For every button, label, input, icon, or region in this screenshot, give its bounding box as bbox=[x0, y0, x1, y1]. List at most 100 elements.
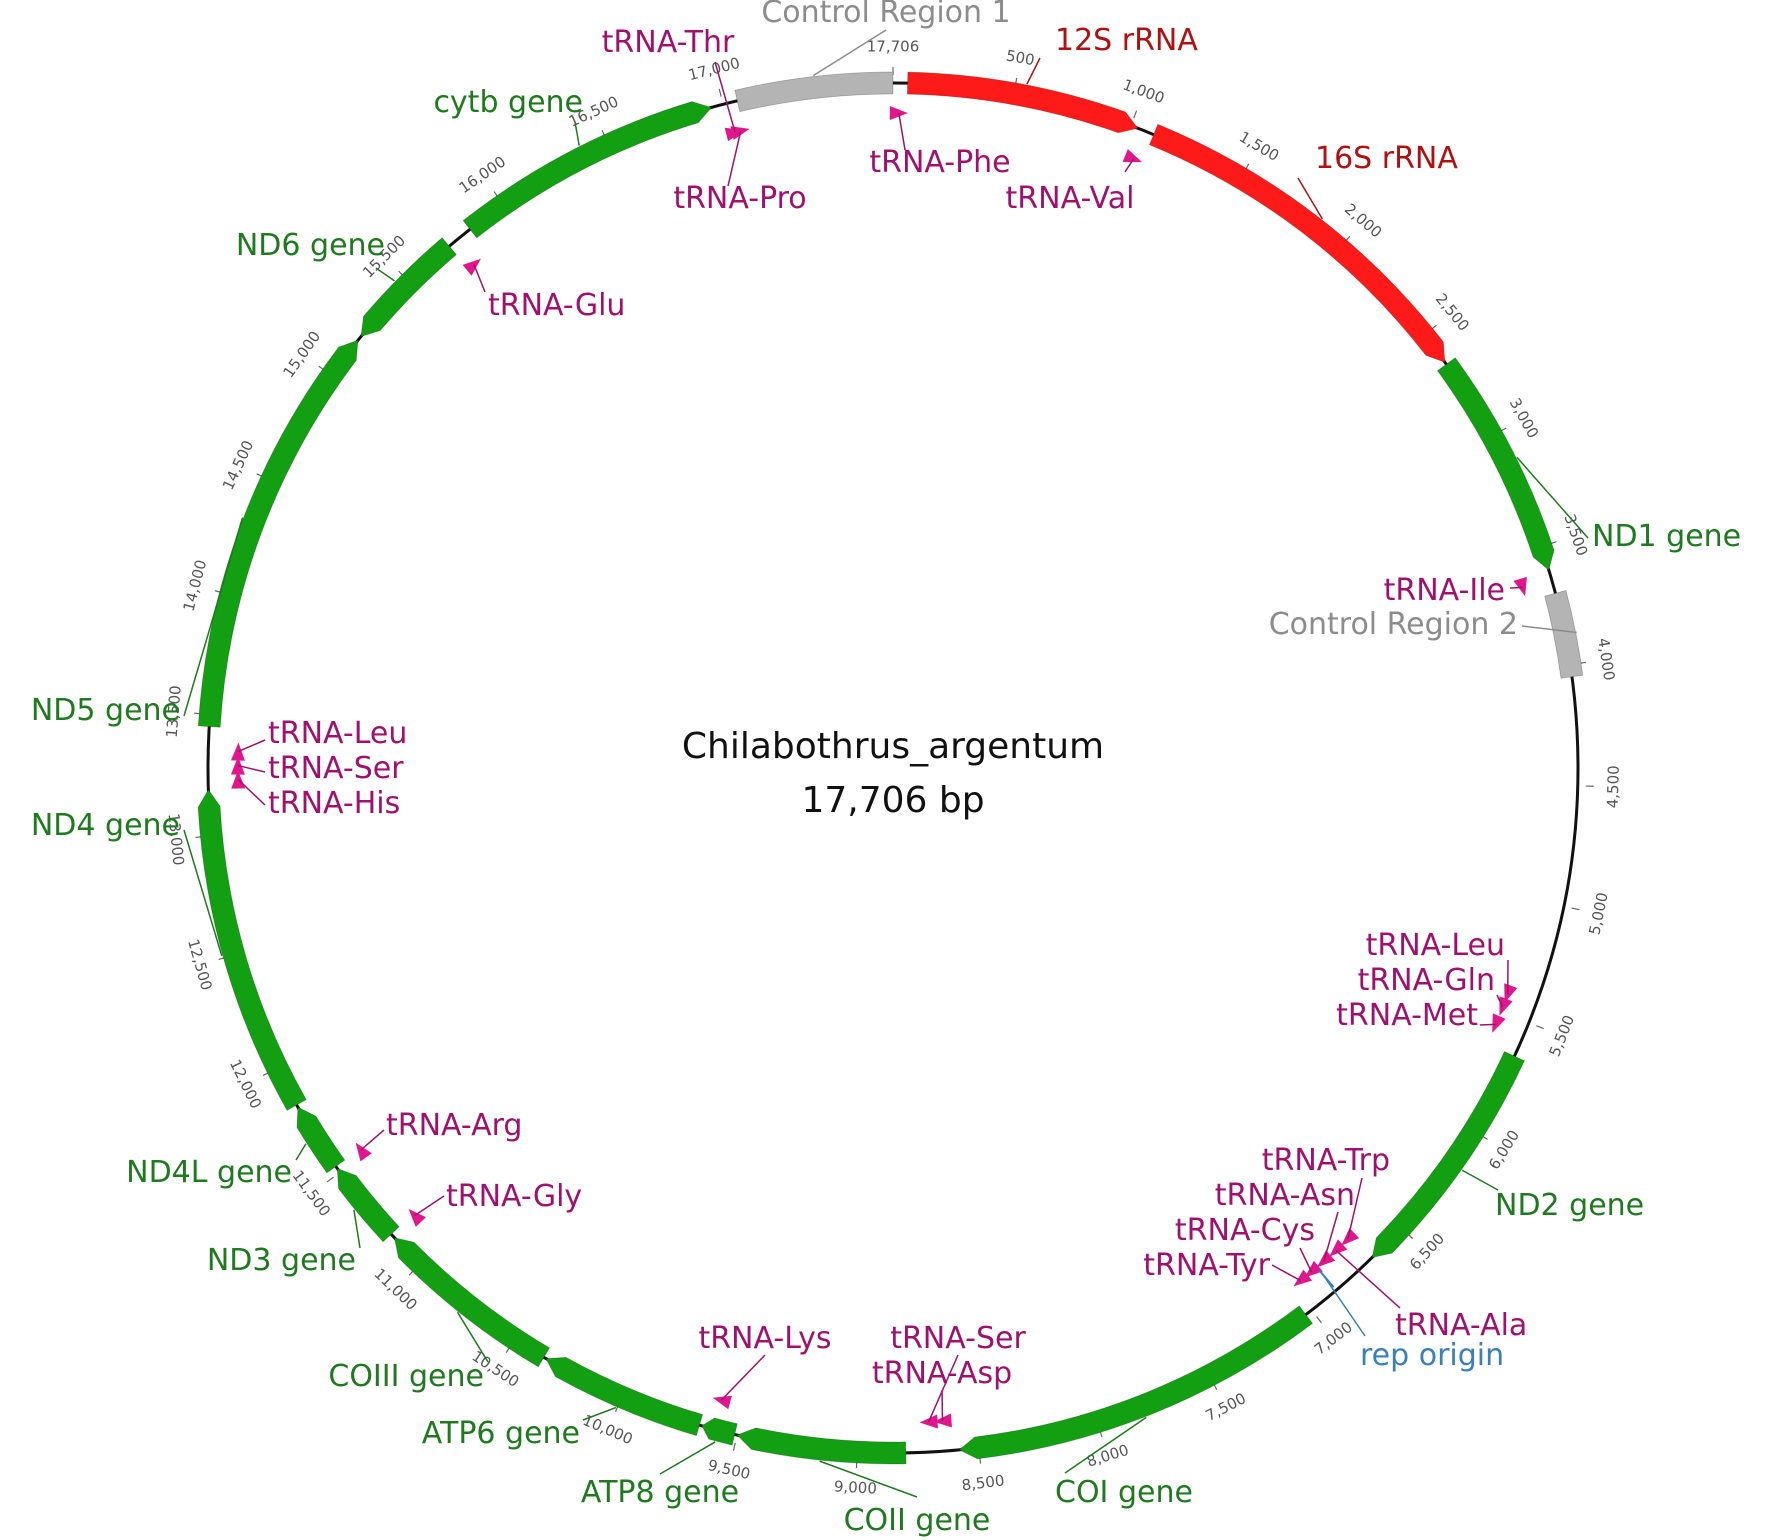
feature-atp8-gene[interactable] bbox=[701, 1417, 738, 1446]
feature-nd4-gene[interactable] bbox=[197, 789, 307, 1111]
label-trna-gly[interactable]: tRNA-Gly bbox=[446, 1179, 582, 1214]
tick-label: 2,000 bbox=[1341, 200, 1385, 242]
label-atp6-gene[interactable]: ATP6 gene bbox=[422, 1416, 580, 1451]
leader-line bbox=[1124, 158, 1135, 173]
label-trna-tyr[interactable]: tRNA-Tyr bbox=[1143, 1248, 1270, 1283]
label-trna-thr[interactable]: tRNA-Thr bbox=[602, 25, 735, 60]
label-nd1-gene[interactable]: ND1 gene bbox=[1592, 519, 1741, 554]
leader-line bbox=[582, 1406, 617, 1421]
feature-nd1-gene[interactable] bbox=[1436, 357, 1555, 571]
tick-label: 2,500 bbox=[1432, 290, 1473, 335]
label-trna-met[interactable]: tRNA-Met bbox=[1336, 998, 1478, 1033]
leader-line bbox=[1335, 1249, 1401, 1309]
label-nd6-gene[interactable]: ND6 gene bbox=[236, 228, 385, 263]
label-coi-gene[interactable]: COI gene bbox=[1055, 1475, 1193, 1510]
label-nd4-gene[interactable]: ND4 gene bbox=[31, 808, 180, 843]
label-atp8-gene[interactable]: ATP8 gene bbox=[581, 1475, 739, 1510]
feature-cytb-gene[interactable] bbox=[462, 101, 713, 239]
trna-marker-trna-asn[interactable] bbox=[1312, 1250, 1336, 1272]
label-nd2-gene[interactable]: ND2 gene bbox=[1495, 1188, 1644, 1223]
label-trna-his[interactable]: tRNA-His bbox=[268, 786, 400, 821]
tick-label: 7,500 bbox=[1203, 1389, 1249, 1425]
label-nd5-gene[interactable]: ND5 gene bbox=[31, 693, 180, 728]
feature-atp6-gene[interactable] bbox=[545, 1357, 704, 1437]
label-rep-origin[interactable]: rep origin bbox=[1360, 1338, 1504, 1373]
label-trna-lys[interactable]: tRNA-Lys bbox=[698, 1321, 831, 1356]
tick-mark bbox=[732, 1442, 736, 1451]
tick-label: 7,000 bbox=[1311, 1318, 1356, 1358]
trna-marker-trna-trp[interactable] bbox=[1336, 1228, 1360, 1251]
trna-marker-trna-ser[interactable] bbox=[230, 756, 245, 775]
trna-marker-trna-arg[interactable] bbox=[350, 1139, 372, 1162]
feature-nd3-gene[interactable] bbox=[336, 1167, 400, 1243]
tick-label: 3,500 bbox=[1560, 512, 1591, 558]
trna-marker-trna-glu[interactable] bbox=[462, 253, 486, 276]
tick-label: 6,000 bbox=[1485, 1127, 1523, 1173]
trna-marker-trna-ile[interactable] bbox=[1513, 576, 1531, 598]
feature-nd4l-gene[interactable] bbox=[296, 1106, 346, 1174]
trna-marker-trna-cys[interactable] bbox=[1300, 1260, 1323, 1283]
label-trna-leu[interactable]: tRNA-Leu bbox=[268, 716, 407, 751]
trna-marker-trna-lys[interactable] bbox=[711, 1391, 732, 1410]
label-trna-ser[interactable]: tRNA-Ser bbox=[268, 751, 404, 786]
label-trna-ser[interactable]: tRNA-Ser bbox=[890, 1321, 1026, 1356]
tick-mark bbox=[1536, 1025, 1544, 1030]
trna-marker-trna-ala[interactable] bbox=[1325, 1239, 1348, 1261]
label-trna-trp[interactable]: tRNA-Trp bbox=[1262, 1143, 1390, 1178]
leader-line bbox=[183, 517, 244, 717]
leader-line bbox=[574, 121, 580, 146]
leader-line bbox=[1297, 177, 1323, 220]
leader-line bbox=[727, 130, 742, 187]
tick-label: 13,000 bbox=[164, 812, 187, 866]
trna-marker-trna-met[interactable] bbox=[1486, 1013, 1506, 1035]
leader-line bbox=[237, 778, 266, 806]
feature-nd6-gene[interactable] bbox=[360, 237, 457, 338]
label-nd3-gene[interactable]: ND3 gene bbox=[207, 1243, 356, 1278]
trna-marker-trna-phe[interactable] bbox=[889, 105, 908, 120]
leader-line bbox=[1496, 994, 1504, 1008]
label-trna-val[interactable]: tRNA-Val bbox=[1006, 181, 1135, 216]
label-trna-pro[interactable]: tRNA-Pro bbox=[673, 181, 806, 216]
trna-marker-trna-gln[interactable] bbox=[1493, 996, 1513, 1018]
label-coii-gene[interactable]: COII gene bbox=[844, 1503, 991, 1538]
label-cytb-gene[interactable]: cytb gene bbox=[433, 85, 583, 120]
trna-marker-trna-val[interactable] bbox=[1122, 148, 1145, 169]
feature-nd2-gene[interactable] bbox=[1371, 1050, 1525, 1259]
leader-line bbox=[1064, 1416, 1147, 1474]
label-trna-gln[interactable]: tRNA-Gln bbox=[1358, 963, 1495, 998]
label-trna-leu[interactable]: tRNA-Leu bbox=[1366, 928, 1505, 963]
label-coiii-gene[interactable]: COIII gene bbox=[328, 1359, 484, 1394]
feature-12s-rrna[interactable] bbox=[906, 71, 1139, 134]
feature-control-region-2[interactable] bbox=[1544, 590, 1584, 679]
trna-marker-trna-tyr[interactable] bbox=[1289, 1269, 1313, 1292]
feature-coiii-gene[interactable] bbox=[393, 1237, 551, 1368]
feature-layer bbox=[197, 71, 1584, 1465]
label-trna-arg[interactable]: tRNA-Arg bbox=[386, 1108, 522, 1143]
feature-16s-rrna[interactable] bbox=[1148, 123, 1446, 363]
label-trna-asp[interactable]: tRNA-Asp bbox=[872, 1356, 1012, 1391]
label-trna-asn[interactable]: tRNA-Asn bbox=[1215, 1178, 1355, 1213]
trna-marker-trna-gly[interactable] bbox=[403, 1204, 426, 1227]
label-trna-ile[interactable]: tRNA-Ile bbox=[1384, 573, 1505, 608]
label-trna-glu[interactable]: tRNA-Glu bbox=[488, 288, 625, 323]
label-nd4l-gene[interactable]: ND4L gene bbox=[126, 1155, 292, 1190]
feature-control-region-1[interactable] bbox=[734, 71, 894, 113]
tick-label: 10,000 bbox=[580, 1411, 635, 1448]
label-trna-ala[interactable]: tRNA-Ala bbox=[1395, 1308, 1527, 1343]
feature-nd5-gene[interactable] bbox=[197, 339, 359, 728]
leader-line bbox=[812, 29, 887, 77]
label-control-region-2[interactable]: Control Region 2 bbox=[1269, 607, 1518, 642]
label-12s-rrna[interactable]: 12S rRNA bbox=[1055, 23, 1198, 58]
tick-label: 16,000 bbox=[456, 152, 509, 197]
label-trna-phe[interactable]: tRNA-Phe bbox=[869, 145, 1010, 180]
label-16s-rrna[interactable]: 16S rRNA bbox=[1315, 141, 1458, 176]
leader-line bbox=[375, 267, 395, 282]
label-trna-cys[interactable]: tRNA-Cys bbox=[1175, 1213, 1315, 1248]
label-control-region-1[interactable]: Control Region 1 bbox=[761, 0, 1010, 30]
feature-coii-gene[interactable] bbox=[736, 1427, 907, 1465]
leader-line bbox=[819, 1460, 918, 1498]
leader-line bbox=[1461, 1169, 1499, 1191]
tick-label: 5,000 bbox=[1585, 891, 1611, 937]
feature-coi-gene[interactable] bbox=[958, 1305, 1314, 1460]
trna-marker-trna-leu[interactable] bbox=[230, 742, 245, 761]
